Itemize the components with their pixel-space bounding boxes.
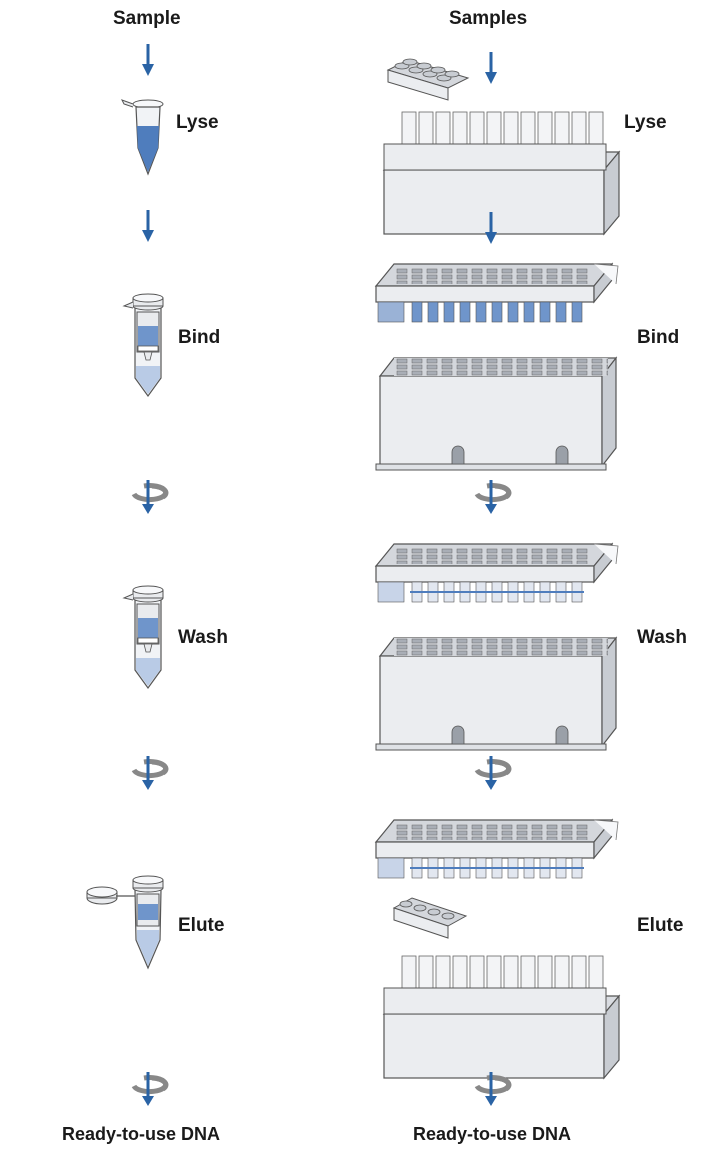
tube-column-footer: Ready-to-use DNA — [62, 1124, 221, 1144]
plate-step-bind: Bind — [637, 327, 680, 348]
spin-column-icon — [86, 875, 164, 970]
plate-icon — [383, 955, 620, 1079]
tube-step-bind: Bind — [178, 327, 221, 348]
strip-tubes-icon — [386, 58, 470, 101]
down-arrow-icon — [483, 50, 499, 86]
down-arrow-icon — [140, 42, 156, 78]
tube-step-lyse: Lyse — [176, 112, 219, 133]
centrifuge-icon — [134, 480, 166, 514]
plate-column-header: Samples — [449, 8, 528, 29]
plate-step-wash: Wash — [637, 627, 687, 648]
spin-column-icon — [123, 293, 164, 397]
tube-step-elute: Elute — [178, 915, 225, 936]
down-arrow-icon — [140, 208, 156, 244]
plate-icon — [375, 543, 619, 751]
tube-icon — [120, 99, 164, 176]
plate-step-elute: Elute — [637, 915, 684, 936]
centrifuge-icon — [477, 480, 509, 514]
plate-icon — [383, 111, 620, 235]
plate-column-footer: Ready-to-use DNA — [413, 1124, 572, 1144]
tube-step-wash: Wash — [178, 627, 228, 648]
plate-icon — [375, 263, 619, 471]
plate-icon — [375, 819, 619, 879]
strip-tubes-icon — [392, 897, 468, 939]
centrifuge-icon — [134, 756, 166, 790]
centrifuge-icon — [134, 1072, 166, 1106]
centrifuge-icon — [477, 756, 509, 790]
plate-step-lyse: Lyse — [624, 112, 667, 133]
spin-column-icon — [123, 585, 164, 689]
tube-column-header: Sample — [113, 8, 181, 29]
